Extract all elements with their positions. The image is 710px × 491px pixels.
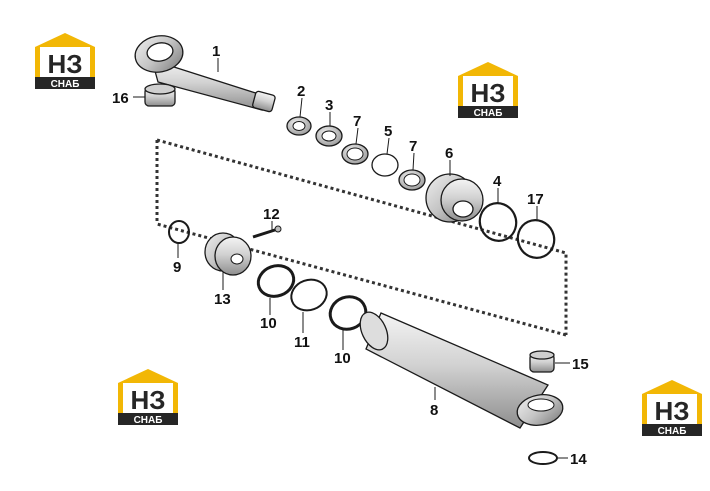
o-ring-17 (516, 219, 556, 259)
label-11: 11 (294, 334, 310, 351)
callout-labels: 1 16 2 3 7 5 7 6 4 17 9 12 13 10 11 10 8… (112, 43, 589, 468)
o-ring-9 (168, 220, 190, 244)
seal-2 (286, 116, 312, 136)
ring-11 (290, 278, 328, 312)
seal-3 (315, 125, 343, 147)
label-13: 13 (214, 291, 231, 308)
label-9: 9 (173, 259, 181, 276)
logo-inner-panel (40, 47, 90, 77)
logo-inner-panel (647, 394, 697, 424)
label-1: 1 (212, 43, 220, 60)
logo-inner-panel (123, 383, 173, 413)
label-12: 12 (263, 206, 280, 223)
logo-mark: НЗ (470, 78, 505, 108)
piston-rod (134, 35, 276, 113)
label-17: 17 (527, 191, 544, 208)
logo-mark: НЗ (130, 385, 165, 415)
label-10a: 10 (260, 315, 277, 332)
label-7a: 7 (353, 113, 361, 130)
logo-caption: СНАБ (474, 108, 503, 119)
label-8: 8 (430, 402, 438, 419)
logo-mark: НЗ (47, 49, 82, 79)
assembly-path-dashed (155, 138, 568, 337)
circlip (528, 451, 558, 465)
ring-10a (256, 264, 296, 298)
logo-caption-bar (118, 413, 178, 425)
label-6: 6 (445, 145, 453, 162)
logo-caption-bar (642, 424, 702, 436)
label-15: 15 (572, 356, 589, 373)
logo-caption: СНАБ (134, 415, 163, 426)
logo-mark: НЗ (654, 396, 689, 426)
o-ring-4 (478, 202, 518, 242)
logo-inner-panel (463, 76, 513, 106)
label-2: 2 (297, 83, 305, 100)
cylinder-barrel (359, 311, 564, 429)
ring-7a (341, 143, 369, 165)
logo-caption: СНАБ (51, 79, 80, 90)
label-3: 3 (325, 97, 333, 114)
logo-caption-bar (458, 106, 518, 118)
ring-7b (398, 169, 426, 191)
rod-bushing (144, 83, 176, 107)
logo-caption-bar (35, 77, 95, 89)
label-4: 4 (493, 173, 502, 190)
leader-lines (133, 58, 570, 459)
logo-caption: СНАБ (658, 426, 687, 437)
set-screw (252, 225, 282, 239)
gland (425, 173, 484, 223)
label-7b: 7 (409, 138, 417, 155)
label-16: 16 (112, 90, 129, 107)
label-14: 14 (570, 451, 587, 468)
ring-5 (371, 153, 399, 177)
label-5: 5 (384, 123, 392, 140)
piston (204, 232, 252, 276)
ring-10b (328, 295, 368, 331)
barrel-bushing (529, 350, 555, 373)
label-10b: 10 (334, 350, 351, 367)
